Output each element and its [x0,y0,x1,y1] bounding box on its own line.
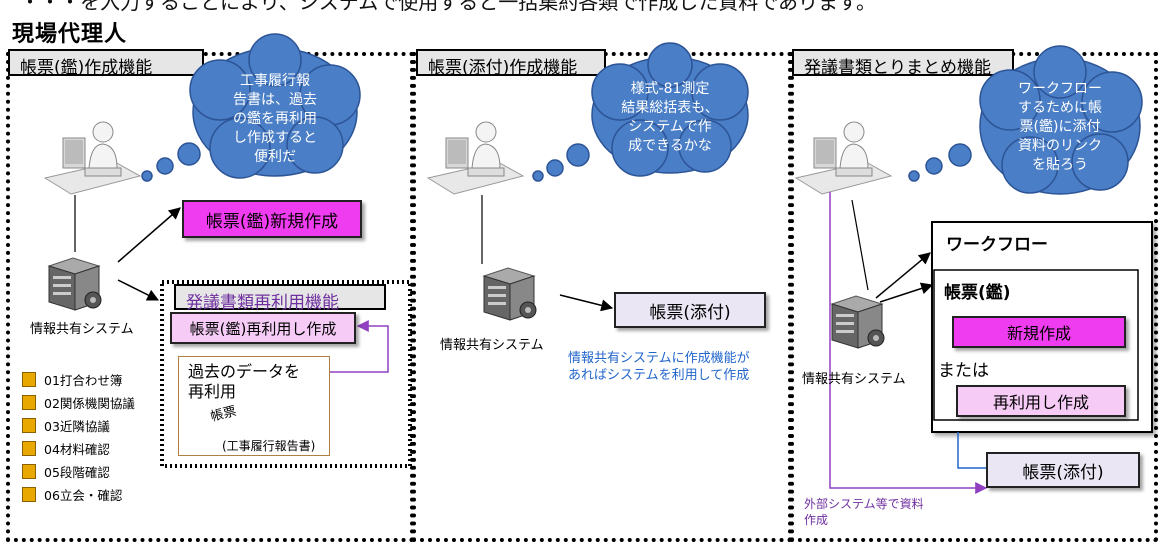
past-data-frame [178,356,330,456]
workflow-title: ワークフロー [946,235,1048,255]
list-item[interactable]: 01打合わせ簿 [22,368,135,391]
server-icon-1 [48,257,102,311]
list-item[interactable]: 02関係機関協議 [22,391,135,414]
page-title: 現場代理人 [12,22,128,47]
cloud-3-text: ワークフロー するために帳 票(鑑)に添付 資料のリンク を貼ろう [1018,81,1102,173]
person-icon-1 [44,121,141,195]
attach-box-3[interactable]: 帳票(添付) [986,452,1140,488]
list-item[interactable]: 05段階確認 [22,460,135,483]
person-icon-2 [427,121,524,195]
kan-new-create-box[interactable]: 帳票(鑑)新規作成 [182,200,362,238]
list-item[interactable]: 06立会・確認 [22,483,135,506]
kan-reuse-box[interactable]: 帳票(鑑)再利用し作成 [170,312,356,344]
server-icon-3 [831,295,885,349]
external-system-note: 外部システム等で資料 作成 [804,497,924,527]
attach-box-2[interactable]: 帳票(添付) [614,292,766,328]
folder-list: 01打合わせ簿 02関係機関協議 03近隣協議 04材料確認 05段階確認 06… [22,368,135,506]
reuse-function-title: 発議書類再利用機能 [174,284,386,313]
or-text: または [938,361,989,381]
panel2-title: 帳票(添付)作成機能 [416,49,606,78]
folder-icon [22,464,36,479]
cloud-2-text: 様式-81測定 結果総括表も、 システムで作 成できるかな [621,81,719,154]
kan-title: 帳票(鑑) [944,283,1011,303]
workflow-new-create-button[interactable]: 新規作成 [952,316,1126,348]
past-data-text: 過去のデータを 再利用 [188,362,301,401]
folder-icon [22,395,36,410]
folder-icon [22,441,36,456]
person-icon-3 [795,121,892,195]
folder-icon [22,487,36,502]
system-label-3: 情報共有システム [802,372,906,387]
workflow-reuse-button[interactable]: 再利用し作成 [956,385,1126,417]
top-strip-text: ・・・を入力することにより、システムで使用すると一括集約各類で作成した資料であり… [20,0,876,14]
thought-cloud-1 [141,33,361,182]
system-note: 情報共有システムに作成機能が あればシステムを利用して作成 [568,351,750,383]
server-icon-2 [483,267,537,321]
list-item[interactable]: 03近隣協議 [22,414,135,437]
system-label-1: 情報共有システム [30,322,134,337]
panel1-title: 帳票(鑑)作成機能 [8,49,204,78]
panel3-title: 発議書類とりまとめ機能 [792,49,1014,78]
system-label-2: 情報共有システム [440,338,544,353]
folder-icon [22,418,36,433]
folder-icon [22,372,36,387]
thought-cloud-3 [908,45,1143,195]
document-caption: (工事履行報告書) [222,439,316,453]
list-item[interactable]: 04材料確認 [22,437,135,460]
cloud-1-text: 工事履行報 告書は、過去 の鑑を再利用 し作成すると 便利だ [233,73,317,165]
thought-cloud-2 [532,42,749,182]
